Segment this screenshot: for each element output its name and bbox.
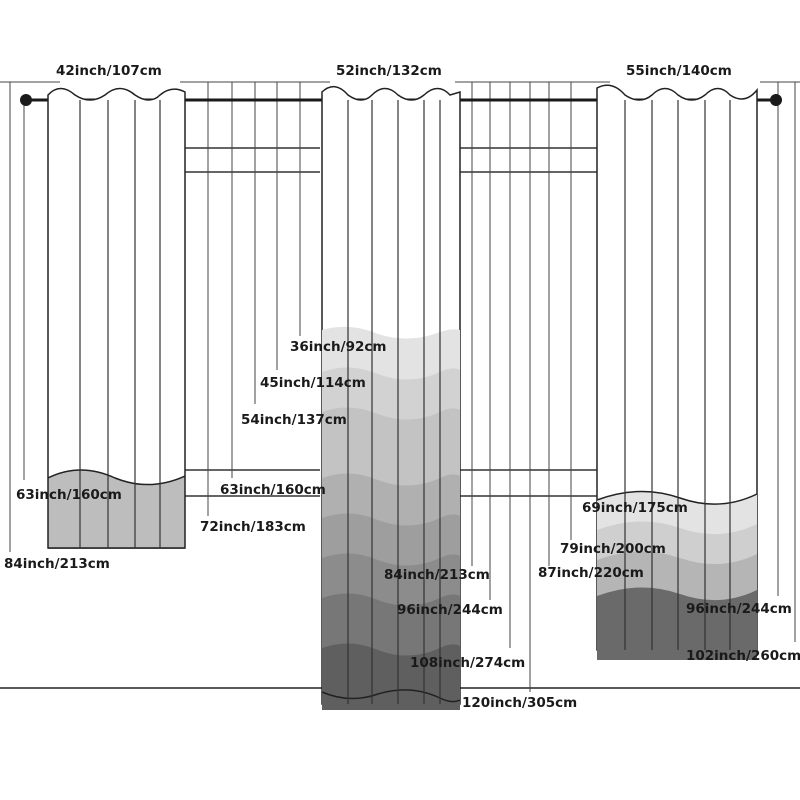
length-label-84-mid: 84inch/213cm <box>384 567 490 583</box>
width-label-left: 42inch/107cm <box>56 63 162 79</box>
length-label-69: 69inch/175cm <box>582 500 688 516</box>
rod-finial-left <box>20 94 32 106</box>
length-label-63-mid: 63inch/160cm <box>220 482 326 498</box>
length-label-102: 102inch/260cm <box>686 648 800 664</box>
length-label-96-right: 96inch/244cm <box>686 601 792 617</box>
measurement-lines <box>0 81 800 692</box>
length-label-54: 54inch/137cm <box>241 412 347 428</box>
length-label-120: 120inch/305cm <box>462 695 577 711</box>
middle-curtain <box>321 86 461 710</box>
right-curtain <box>596 84 758 660</box>
length-label-108: 108inch/274cm <box>410 655 525 671</box>
length-label-84-left: 84inch/213cm <box>4 556 110 572</box>
length-label-72: 72inch/183cm <box>200 519 306 535</box>
length-label-96-mid: 96inch/244cm <box>397 602 503 618</box>
length-label-45: 45inch/114cm <box>260 375 366 391</box>
width-label-middle: 52inch/132cm <box>336 63 442 79</box>
left-curtain <box>47 87 186 549</box>
length-label-63-left: 63inch/160cm <box>16 487 122 503</box>
length-label-79: 79inch/200cm <box>560 541 666 557</box>
width-label-right: 55inch/140cm <box>626 63 732 79</box>
length-label-87: 87inch/220cm <box>538 565 644 581</box>
length-label-36: 36inch/92cm <box>290 339 386 355</box>
rod-finial-right <box>770 94 782 106</box>
